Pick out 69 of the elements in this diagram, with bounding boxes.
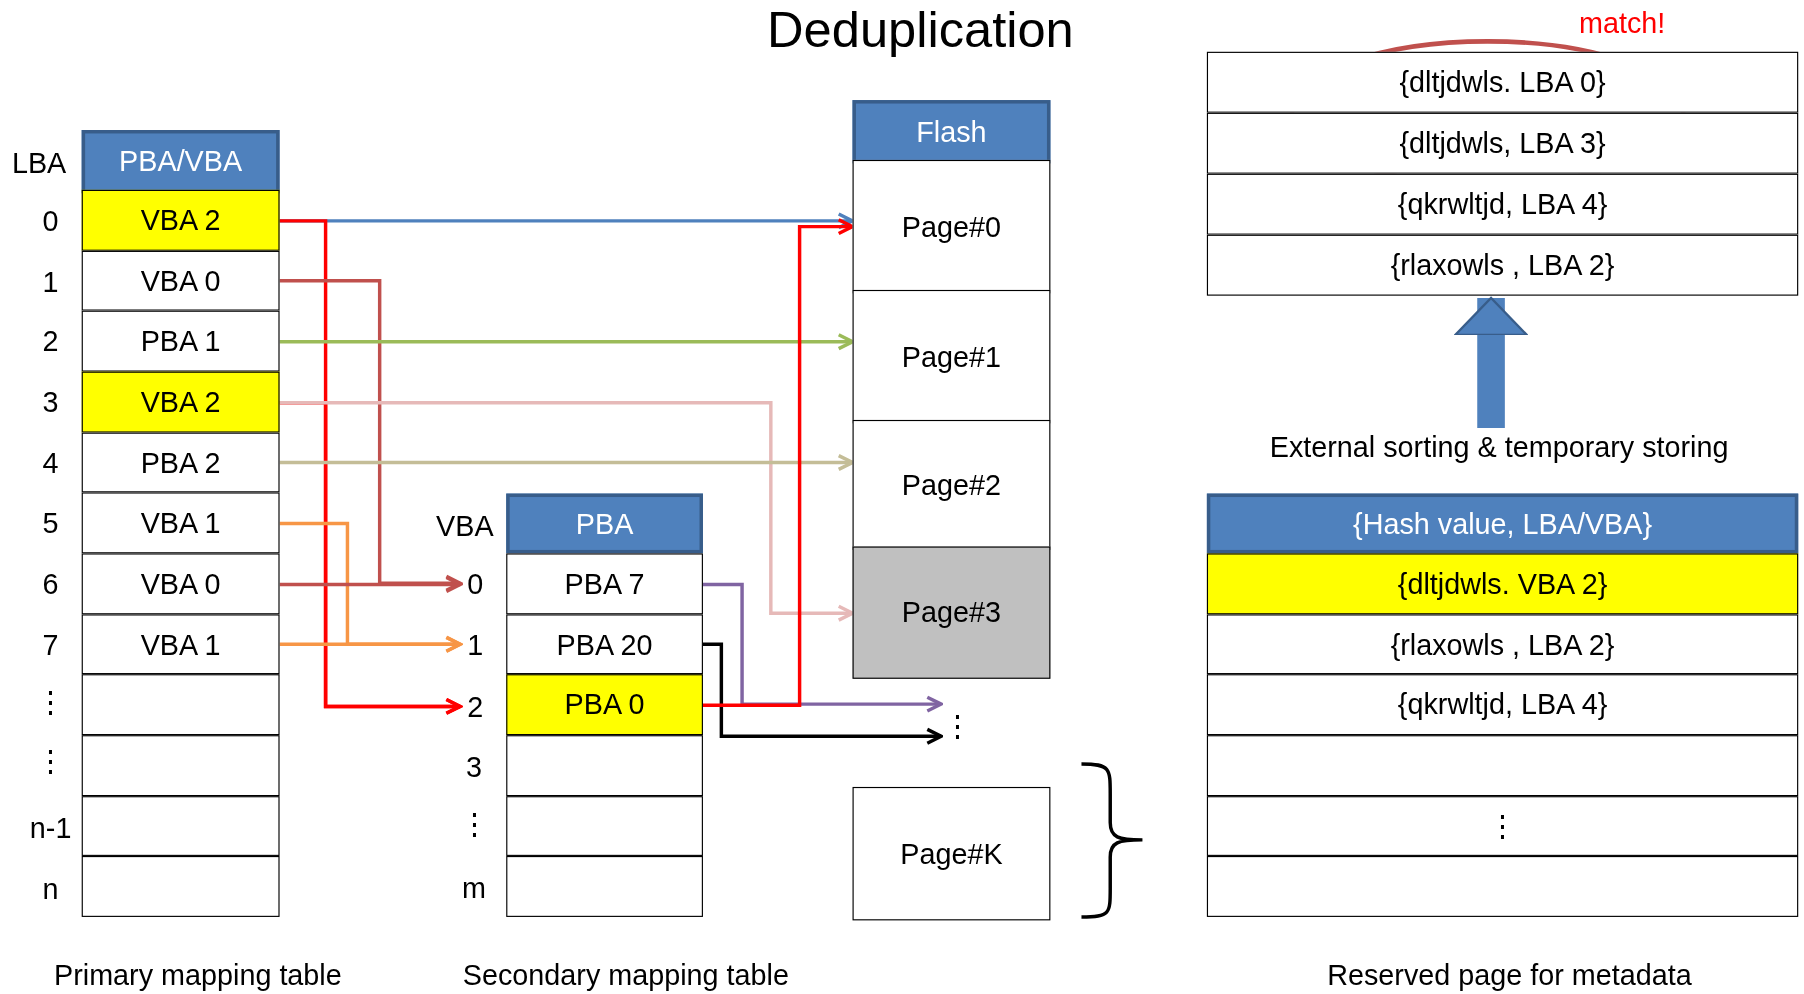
table-row <box>81 674 280 736</box>
table-row: {dltjdwls. LBA 0} <box>1206 51 1799 113</box>
table-row <box>81 796 280 856</box>
table-row: ⋮ <box>1206 796 1799 856</box>
row-index: 2 <box>42 325 59 359</box>
table-row: PBA 2 <box>81 432 280 493</box>
row-index: 4 <box>42 446 59 480</box>
table-caption: Primary mapping table <box>54 958 342 993</box>
table-row: VBA 0 <box>81 553 280 615</box>
row-index: 1 <box>460 625 491 663</box>
row-index: 3 <box>42 386 59 420</box>
table-row: PBA 7 <box>506 553 703 615</box>
arrow <box>702 582 943 713</box>
arrow <box>279 575 462 594</box>
row-index: 6 <box>42 567 59 602</box>
table-row: {qkrwltjd, LBA 4} <box>1206 173 1799 235</box>
arrow <box>279 279 462 592</box>
table-row: VBA 2 <box>81 189 280 251</box>
row-index: ⋮ <box>36 744 65 779</box>
column-heading: VBA <box>436 509 494 543</box>
arrow <box>702 218 855 707</box>
table-row: {dltjdwls. VBA 2} <box>1206 553 1799 615</box>
step-caption: External sorting & temporary storing <box>1217 428 1781 465</box>
table-row: VBA 1 <box>81 492 280 554</box>
table-row <box>506 735 703 797</box>
table-caption: Reserved page for metadata <box>1327 958 1692 993</box>
match-label: match! <box>1579 6 1666 40</box>
table-row: PBA 20 <box>506 614 703 675</box>
arrow <box>279 333 855 351</box>
row-index: 5 <box>42 507 59 541</box>
page-box: Page#K <box>852 786 1051 921</box>
table-row <box>506 855 703 917</box>
row-index: n <box>42 872 59 906</box>
ellipsis-mark: ⋮ <box>941 688 974 764</box>
row-index: 2 <box>460 688 491 725</box>
table-row <box>81 855 280 917</box>
table-row: PBA 0 <box>506 674 703 736</box>
table-row <box>1206 735 1799 797</box>
table-row: {qkrwltjd, LBA 4} <box>1206 674 1799 736</box>
arrow <box>279 400 855 622</box>
row-index: 0 <box>460 564 491 602</box>
table-row: VBA 2 <box>81 371 280 433</box>
table-row: VBA 0 <box>81 250 280 311</box>
table-row <box>506 796 703 856</box>
table-row <box>81 735 280 797</box>
column-heading: LBA <box>11 146 67 181</box>
table-row: {rlaxowls , LBA 2} <box>1206 614 1799 675</box>
title: Deduplication <box>767 1 1074 59</box>
table-caption: Secondary mapping table <box>462 958 789 993</box>
row-index: 7 <box>42 628 59 662</box>
table-row: {rlaxowls , LBA 2} <box>1206 234 1799 296</box>
page-box: Page#3 <box>852 546 1051 679</box>
table-header: {Hash value, LBA/VBA} <box>1206 493 1799 554</box>
row-index: ⋮ <box>459 807 489 841</box>
row-index: 1 <box>42 264 59 299</box>
row-index: 3 <box>466 750 482 785</box>
block-arrow <box>1454 296 1528 428</box>
arrow <box>279 635 462 653</box>
row-index: m <box>462 871 486 905</box>
table-header: PBA <box>506 493 703 554</box>
table-row: {dltjdwls, LBA 3} <box>1206 112 1799 174</box>
arrow <box>702 642 943 745</box>
table-row <box>1206 855 1799 917</box>
table-row: VBA 1 <box>81 614 280 675</box>
row-index: 0 <box>42 204 59 238</box>
arrow <box>279 453 855 472</box>
row-index: ⋮ <box>36 685 65 719</box>
table-row: PBA 1 <box>81 310 280 372</box>
row-index: n-1 <box>29 811 72 846</box>
